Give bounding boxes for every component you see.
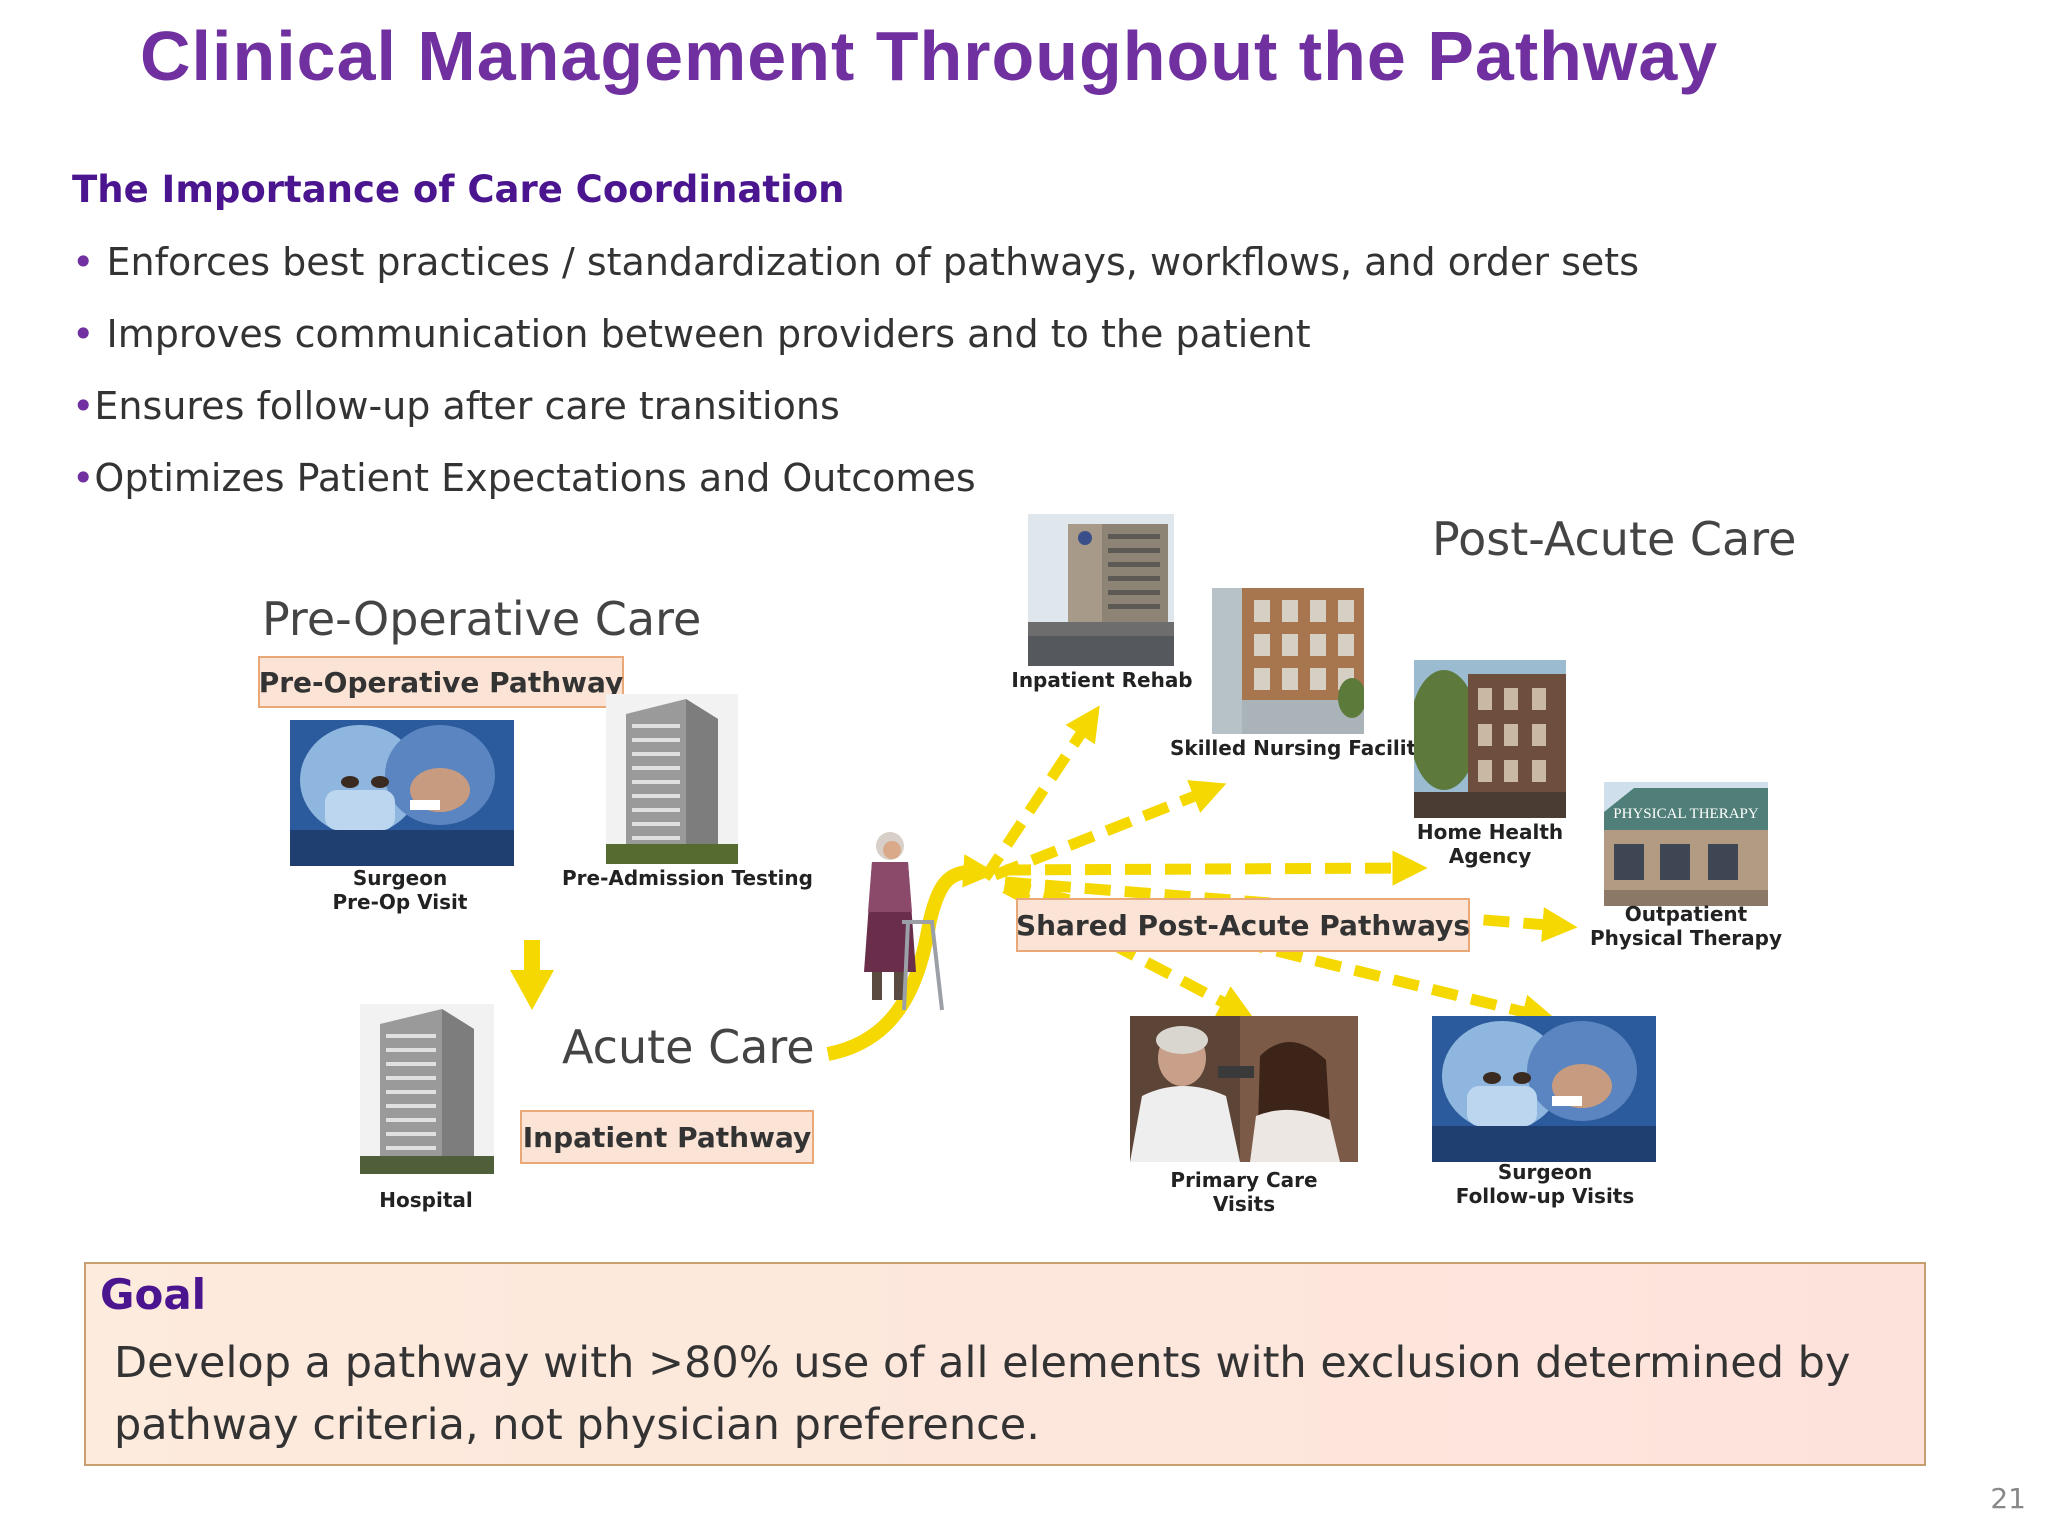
caption-line: Home Health xyxy=(1416,820,1564,844)
post-acute-title: Post-Acute Care xyxy=(1432,512,1797,566)
surgeon-preop-caption: Surgeon Pre-Op Visit xyxy=(330,866,470,914)
home-health-image xyxy=(1414,660,1566,818)
skilled-nursing-caption: Skilled Nursing Facility xyxy=(1170,736,1430,760)
caption-line: Primary Care xyxy=(1170,1168,1318,1192)
bullet-item: •Ensures follow-up after care transition… xyxy=(72,384,840,428)
bullet-marker: • xyxy=(72,456,95,500)
caption-line: Follow-up Visits xyxy=(1455,1184,1635,1208)
page-number: 21 xyxy=(1990,1482,2026,1515)
caption-line: Surgeon xyxy=(352,866,448,890)
bullet-text: Enforces best practices / standardizatio… xyxy=(106,240,1640,284)
patient-with-walker-image xyxy=(842,822,952,1022)
bullet-marker: • xyxy=(72,312,107,356)
pre-op-pathway-box: Pre-Operative Pathway xyxy=(258,656,624,708)
caption-line: Agency xyxy=(1448,844,1532,868)
acute-title: Acute Care xyxy=(562,1020,815,1074)
primary-care-image xyxy=(1130,1016,1358,1162)
bullet-item: • Enforces best practices / standardizat… xyxy=(72,240,1639,284)
caption-line: Visits xyxy=(1212,1192,1276,1216)
arrow-to-skilled-nursing xyxy=(992,780,1227,881)
pre-admission-building-image xyxy=(606,694,738,864)
bullet-item: •Optimizes Patient Expectations and Outc… xyxy=(72,456,976,500)
home-health-caption: Home Health Agency xyxy=(1404,820,1576,868)
goal-box: Goal Develop a pathway with >80% use of … xyxy=(84,1262,1926,1466)
primary-care-caption: Primary Care Visits xyxy=(1150,1168,1338,1216)
bullet-item: • Improves communication between provide… xyxy=(72,312,1311,356)
bullet-marker: • xyxy=(72,240,107,284)
shared-post-acute-pathway-box: Shared Post-Acute Pathways xyxy=(1016,898,1470,952)
arrow-to-inpatient-rehab xyxy=(980,705,1100,882)
inpatient-rehab-image xyxy=(1028,514,1174,666)
bullet-text: Improves communication between providers… xyxy=(106,312,1311,356)
slide-title: Clinical Management Throughout the Pathw… xyxy=(140,17,1719,95)
inpatient-pathway-box: Inpatient Pathway xyxy=(520,1110,814,1164)
caption-line: Pre-Op Visit xyxy=(332,890,468,914)
bullet-marker: • xyxy=(72,384,95,428)
hospital-building-image xyxy=(360,1004,494,1174)
skilled-nursing-image xyxy=(1212,588,1364,734)
caption-line: Outpatient xyxy=(1624,902,1748,926)
inpatient-rehab-caption: Inpatient Rehab xyxy=(1011,668,1193,692)
outpatient-pt-caption: Outpatient Physical Therapy xyxy=(1590,902,1782,950)
caption-line: Physical Therapy xyxy=(1590,926,1783,950)
goal-text: Develop a pathway with >80% use of all e… xyxy=(114,1338,1851,1450)
pre-op-title: Pre-Operative Care xyxy=(262,592,702,646)
section-heading: The Importance of Care Coordination xyxy=(72,168,845,211)
caption-line: Surgeon xyxy=(1497,1160,1593,1184)
surgeon-followup-image xyxy=(1432,1016,1656,1162)
pre-admission-caption: Pre-Admission Testing xyxy=(562,866,813,890)
bullet-text: Optimizes Patient Expectations and Outco… xyxy=(94,456,976,500)
arrow-acute-to-post xyxy=(826,854,997,1061)
bullet-text: Ensures follow-up after care transitions xyxy=(94,384,840,428)
arrow-preop-to-acute xyxy=(510,940,554,1010)
arrow-to-home-health xyxy=(1004,850,1428,886)
surgeon-followup-caption: Surgeon Follow-up Visits xyxy=(1440,1160,1650,1208)
hospital-caption: Hospital xyxy=(379,1188,473,1212)
pt-sign-text: PHYSICAL THERAPY xyxy=(1613,806,1759,822)
goal-label: Goal xyxy=(100,1270,207,1319)
surgeon-preop-image xyxy=(290,720,514,866)
outpatient-pt-image: PHYSICAL THERAPY xyxy=(1604,782,1768,906)
